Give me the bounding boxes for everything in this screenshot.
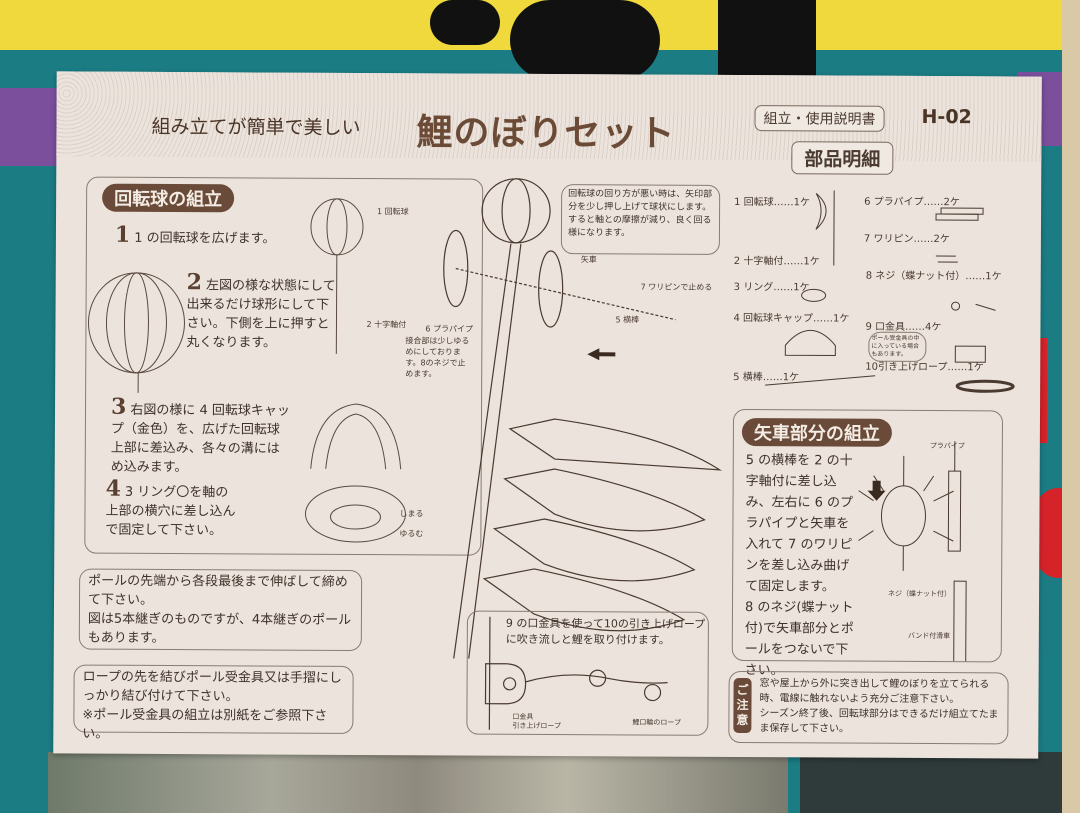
subtitle: 組み立てが簡単で美しい <box>151 115 361 140</box>
instruction-sheet: 組み立てが簡単で美しい 鯉のぼりセット 組立・使用説明書 H-02 部品明細 回… <box>53 71 1042 759</box>
manual-label: 組立・使用説明書 <box>754 105 885 132</box>
poster-photo-strip <box>48 752 788 813</box>
caution-tab: ご注意 <box>733 677 752 734</box>
product-title: 鯉のぼりセット <box>416 111 676 155</box>
poster-calligraphy <box>510 0 660 80</box>
label-fish-rope: 鯉口輪のロープ <box>632 718 682 727</box>
model-code: H-02 <box>921 105 972 129</box>
rope-note: ロープの先を結びポール受金具又は手摺にしっかり結び付けて下さい。 ※ポール受金具… <box>73 664 354 742</box>
parts-heading: 部品明細 <box>791 141 894 175</box>
poster-photo-strip <box>800 752 1062 813</box>
pole-note: ポールの先端から各段最後まで伸ばして締めて下さい。 図は5本継ぎのものですが、4… <box>78 568 363 652</box>
arrow-wheel-section: 矢車部分の組立 5 の横棒を 2 の十字軸付に差し込み、左右に 6 のプラパイプ… <box>731 408 1004 678</box>
sphere-diagrams <box>87 198 406 543</box>
poster-black-block <box>718 0 816 80</box>
arrow-wheel-text: 5 の横棒を 2 の十字軸付に差し込み、左右に 6 のプラパイプと矢車を入れて … <box>744 453 855 679</box>
poster-calligraphy <box>430 0 500 45</box>
caution-text: 窓や屋上から外に突き出して鯉のぼりを立てられる時、電線に触れないよう充分ご注意下… <box>759 678 999 735</box>
clip-diagram <box>484 616 668 730</box>
parts-illustrations <box>765 190 1015 393</box>
clip-instructions: 9 の口金具を使って10の引き上げロープに吹き流しと鯉を取り付けます。 口金具 … <box>466 610 709 736</box>
caution-box: ご注意 窓や屋上から外に突き出して鯉のぼりを立てられる時、電線に触れないよう充分… <box>728 670 1009 745</box>
label-rope: 引き上げロープ <box>512 721 561 731</box>
poster-edge <box>1062 0 1080 813</box>
arrow-wheel-diagram <box>858 441 967 662</box>
pole-and-carp-illustration <box>443 178 722 659</box>
